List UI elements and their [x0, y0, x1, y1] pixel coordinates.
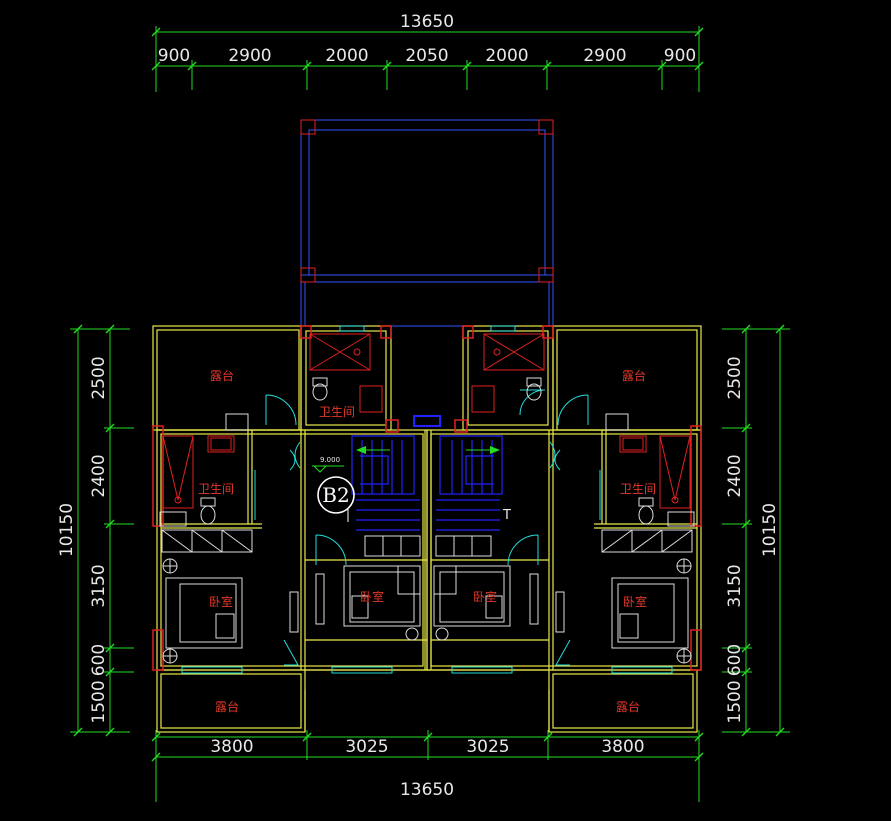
dim-left-total: 10150: [57, 503, 77, 557]
dim-top-total: 13650: [400, 12, 454, 32]
dim-top-seg-3: 2000: [325, 46, 368, 66]
dim-left-seg-1: 2500: [89, 356, 109, 399]
dim-right-seg-3: 3150: [725, 564, 745, 607]
dim-left-seg-3: 3150: [89, 564, 109, 607]
dim-top-seg-5: 2000: [485, 46, 528, 66]
dim-bottom-seg-4: 3800: [601, 737, 644, 757]
dim-bottom-seg-3: 3025: [466, 737, 509, 757]
dimension-ticks: [73, 27, 785, 762]
dimension-lines: [70, 26, 790, 802]
dim-top-seg-2: 2900: [228, 46, 271, 66]
room-label-bed-center-left: 卧室: [360, 589, 384, 604]
dim-bottom-seg-1: 3800: [210, 737, 253, 757]
stair-left: [351, 435, 420, 531]
unit-marker: B2: [317, 476, 355, 522]
dim-bottom-total: 13650: [400, 780, 454, 800]
elevation-marker: 9.000: [312, 456, 344, 473]
dim-right-seg-2: 2400: [725, 454, 745, 497]
stair-arrows: [356, 446, 500, 454]
chimney-block: [413, 415, 441, 427]
dim-top-seg-7: 900: [664, 46, 696, 66]
room-label-bed-right: 卧室: [623, 594, 647, 609]
dim-right-seg-5: 1500: [725, 680, 745, 723]
stair-right: [436, 435, 503, 531]
room-label-bed-center-right: 卧室: [473, 589, 497, 604]
room-label-terrace-br: 露台: [616, 699, 640, 714]
stair-symbol: T: [502, 508, 511, 523]
doors: [254, 389, 601, 666]
dim-top-seg-6: 2900: [583, 46, 626, 66]
dim-right-seg-4: 600: [725, 644, 745, 676]
beds: [162, 558, 692, 664]
room-label-terrace-bl: 露台: [215, 699, 239, 714]
room-label-bath-left: 卫生间: [198, 482, 234, 496]
walls: [152, 325, 702, 733]
wardrobes: [161, 529, 693, 633]
dim-left-seg-5: 1500: [89, 680, 109, 723]
windows: [181, 325, 673, 674]
unit-marker-label: B2: [322, 483, 349, 507]
room-label-bed-left: 卧室: [209, 594, 233, 609]
bath-fixtures: [162, 333, 691, 509]
dim-right-total: 10150: [760, 503, 780, 557]
room-label-bath-right: 卫生间: [620, 482, 656, 496]
dim-top-seg-1: 900: [158, 46, 190, 66]
structural-columns: [152, 325, 702, 671]
room-label-terrace-tr: 露台: [622, 368, 646, 383]
dim-left-seg-4: 600: [89, 644, 109, 676]
room-label-terrace-tl: 露台: [210, 368, 234, 383]
dim-left-seg-2: 2400: [89, 454, 109, 497]
top-balcony-outline: [300, 119, 554, 327]
toilets: [159, 377, 695, 527]
dim-bottom-seg-2: 3025: [345, 737, 388, 757]
dim-right-seg-1: 2500: [725, 356, 745, 399]
balcony-columns: [300, 119, 554, 283]
elevation-value: 9.000: [320, 456, 340, 464]
dim-top-seg-4: 2050: [405, 46, 448, 66]
room-label-bath-center-left: 卫生间: [319, 405, 355, 419]
